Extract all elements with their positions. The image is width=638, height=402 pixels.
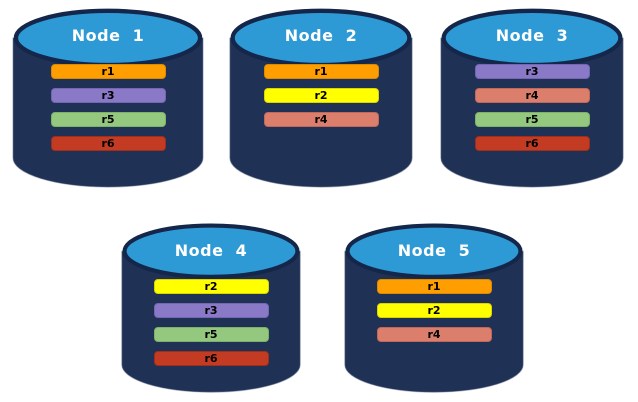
replica-bar: r4 [263, 112, 379, 127]
replica-label: r5 [101, 113, 115, 126]
replica-bar: r5 [474, 112, 590, 127]
node-2: Node 2 r1 r2 r4 [227, 6, 415, 190]
replica-bar: r3 [474, 64, 590, 79]
replica-list: r3 r4 r5 r6 [438, 64, 626, 151]
node-1: Node 1 r1 r3 r5 r6 [10, 6, 206, 190]
replica-bar: r4 [376, 327, 492, 342]
replica-bar: r2 [376, 303, 492, 318]
node-title: Node 5 [397, 240, 471, 260]
replica-bar: r6 [153, 351, 269, 366]
node-title: Node 4 [174, 240, 248, 260]
replica-bar: r2 [153, 279, 269, 294]
node-3: Node 3 r3 r4 r5 r6 [438, 6, 626, 190]
replica-label: r1 [314, 65, 328, 78]
replica-label: r2 [204, 280, 218, 293]
replica-bar: r1 [263, 64, 379, 79]
replica-label: r4 [314, 113, 328, 126]
replica-label: r5 [204, 328, 218, 341]
replica-label: r4 [525, 89, 539, 102]
replica-label: r2 [314, 89, 328, 102]
replica-label: r1 [101, 65, 115, 78]
replica-bar: r2 [263, 88, 379, 103]
replica-label: r6 [525, 137, 539, 150]
replica-bar: r1 [50, 64, 166, 79]
replica-bar: r5 [50, 112, 166, 127]
replica-label: r2 [427, 304, 441, 317]
replica-label: r4 [427, 328, 441, 341]
replica-label: r6 [101, 137, 115, 150]
node-5: Node 5 r1 r2 r4 [342, 221, 526, 395]
replica-bar: r5 [153, 327, 269, 342]
replica-bar: r6 [50, 136, 166, 151]
replica-bar: r3 [50, 88, 166, 103]
node-title: Node 3 [495, 25, 569, 45]
node-title: Node 1 [71, 25, 145, 45]
replica-bar: r4 [474, 88, 590, 103]
replica-label: r3 [101, 89, 115, 102]
replica-label: r1 [427, 280, 441, 293]
replica-bar: r1 [376, 279, 492, 294]
replica-bar: r3 [153, 303, 269, 318]
node-4: Node 4 r2 r3 r5 r6 [119, 221, 303, 395]
replica-list: r1 r3 r5 r6 [10, 64, 206, 151]
replica-bar: r6 [474, 136, 590, 151]
node-title: Node 2 [284, 25, 358, 45]
replica-list: r1 r2 r4 [227, 64, 415, 127]
replica-label: r6 [204, 352, 218, 365]
replica-label: r3 [525, 65, 539, 78]
replica-list: r2 r3 r5 r6 [119, 279, 303, 366]
replica-list: r1 r2 r4 [342, 279, 526, 342]
replica-label: r3 [204, 304, 218, 317]
replica-label: r5 [525, 113, 539, 126]
